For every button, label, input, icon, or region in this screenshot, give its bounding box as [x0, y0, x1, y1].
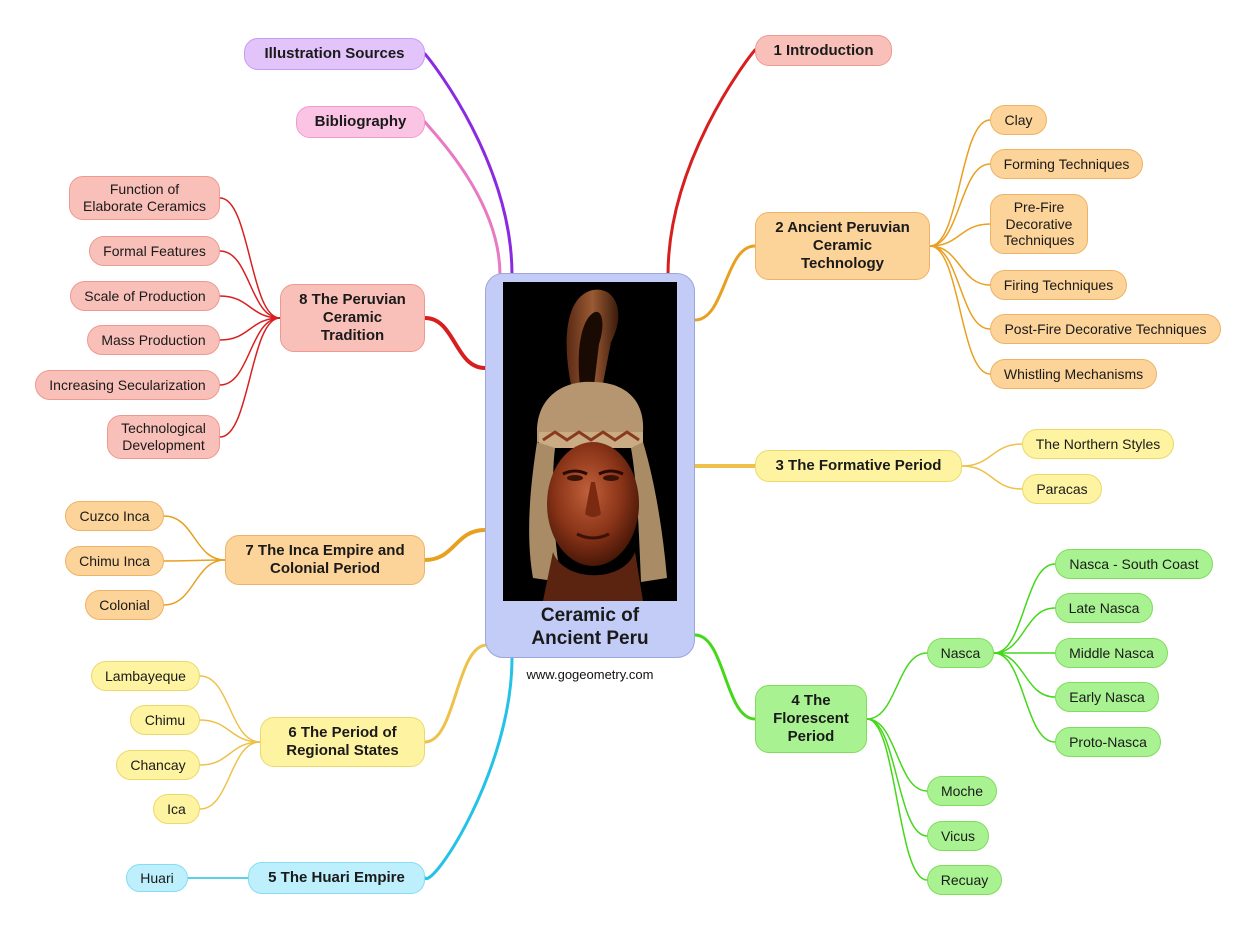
topic-ceramic-technology[interactable]: 2 Ancient Peruvian Ceramic Technology [755, 212, 930, 280]
child-line-tradition-0 [219, 197, 281, 319]
child-line-inca-0 [163, 515, 226, 561]
branch-line-huari [423, 656, 514, 880]
child-line-regional-0 [199, 675, 261, 743]
subtopic-mass-production[interactable]: Mass Production [87, 325, 220, 355]
child-line-nasca-4 [993, 652, 1056, 743]
subtopic-proto-nasca[interactable]: Proto-Nasca [1055, 727, 1161, 757]
subtopic-recuay[interactable]: Recuay [927, 865, 1002, 895]
child-line-nasca-1 [993, 607, 1056, 654]
central-topic-title: Ceramic of Ancient Peru [531, 605, 649, 649]
branch-line-sources [423, 52, 514, 277]
topic-peruvian-tradition[interactable]: 8 The Peruvian Ceramic Tradition [280, 284, 425, 352]
child-line-inca-1 [163, 559, 226, 562]
child-line-technology-5 [929, 245, 991, 375]
topic-regional-states[interactable]: 6 The Period of Regional States [260, 717, 425, 767]
ceramic-head-photo [503, 282, 677, 601]
topic-introduction[interactable]: 1 Introduction [755, 35, 892, 66]
child-line-formative-0 [961, 443, 1023, 467]
subtopic-chimu[interactable]: Chimu [130, 705, 200, 735]
topic-inca-empire[interactable]: 7 The Inca Empire and Colonial Period [225, 535, 425, 585]
subtopic-firing-techniques[interactable]: Firing Techniques [990, 270, 1127, 300]
child-line-inca-2 [163, 559, 226, 606]
branch-line-bibliography [423, 120, 502, 277]
child-line-technology-0 [929, 119, 991, 247]
child-line-regional-1 [199, 719, 261, 743]
subtopic-middle-nasca[interactable]: Middle Nasca [1055, 638, 1168, 668]
subtopic-formal-features[interactable]: Formal Features [89, 236, 220, 266]
branch-line-inca [423, 528, 487, 562]
child-line-tradition-1 [219, 250, 281, 319]
subtopic-colonial[interactable]: Colonial [85, 590, 164, 620]
child-line-nasca-0 [993, 563, 1056, 654]
topic-florescent-period[interactable]: 4 The Florescent Period [755, 685, 867, 753]
branch-line-florescent [693, 633, 757, 721]
subtopic-clay[interactable]: Clay [990, 105, 1047, 135]
website-caption: www.gogeometry.com [526, 667, 654, 682]
subtopic-nasca[interactable]: Nasca [927, 638, 994, 668]
child-line-florescent-1 [866, 718, 928, 792]
child-line-regional-2 [199, 741, 261, 766]
subtopic-early-nasca[interactable]: Early Nasca [1055, 682, 1159, 712]
child-line-technology-3 [929, 245, 991, 286]
child-line-technology-1 [929, 163, 991, 247]
subtopic-chimu-inca[interactable]: Chimu Inca [65, 546, 164, 576]
child-line-formative-1 [961, 465, 1023, 490]
branch-line-tradition [423, 316, 487, 370]
subtopic-forming-techniques[interactable]: Forming Techniques [990, 149, 1143, 179]
child-line-technology-2 [929, 223, 991, 247]
branch-line-technology [693, 244, 757, 322]
child-line-tradition-4 [219, 317, 281, 386]
subtopic-lambayeque[interactable]: Lambayeque [91, 661, 200, 691]
subtopic-pre-fire-decorative[interactable]: Pre-Fire Decorative Techniques [990, 194, 1088, 254]
subtopic-moche[interactable]: Moche [927, 776, 997, 806]
topic-illustration-sources[interactable]: Illustration Sources [244, 38, 425, 70]
subtopic-post-fire-decorative[interactable]: Post-Fire Decorative Techniques [990, 314, 1221, 344]
subtopic-whistling-mechanisms[interactable]: Whistling Mechanisms [990, 359, 1157, 389]
subtopic-northern-styles[interactable]: The Northern Styles [1022, 429, 1174, 459]
child-line-tradition-5 [219, 317, 281, 438]
subtopic-secularization[interactable]: Increasing Secularization [35, 370, 220, 400]
child-line-florescent-3 [866, 718, 928, 881]
subtopic-chancay[interactable]: Chancay [116, 750, 200, 780]
subtopic-nasca-south-coast[interactable]: Nasca - South Coast [1055, 549, 1213, 579]
child-line-florescent-2 [866, 718, 928, 837]
subtopic-scale-production[interactable]: Scale of Production [70, 281, 220, 311]
child-line-tradition-2 [219, 295, 281, 319]
topic-bibliography[interactable]: Bibliography [296, 106, 425, 138]
subtopic-late-nasca[interactable]: Late Nasca [1055, 593, 1153, 623]
child-line-technology-4 [929, 245, 991, 330]
subtopic-paracas[interactable]: Paracas [1022, 474, 1102, 504]
branch-line-regional [423, 643, 489, 744]
subtopic-technological-development[interactable]: Technological Development [107, 415, 220, 459]
child-line-tradition-3 [219, 317, 281, 341]
topic-formative-period[interactable]: 3 The Formative Period [755, 450, 962, 482]
subtopic-huari[interactable]: Huari [126, 864, 188, 892]
subtopic-cuzco-inca[interactable]: Cuzco Inca [65, 501, 164, 531]
subtopic-ica[interactable]: Ica [153, 794, 200, 824]
branch-line-introduction [666, 48, 757, 277]
topic-huari-empire[interactable]: 5 The Huari Empire [248, 862, 425, 894]
subtopic-vicus[interactable]: Vicus [927, 821, 989, 851]
child-line-regional-3 [199, 741, 261, 810]
child-line-nasca-3 [993, 652, 1056, 698]
child-line-florescent-0 [866, 652, 928, 720]
subtopic-function-elaborate[interactable]: Function of Elaborate Ceramics [69, 176, 220, 220]
